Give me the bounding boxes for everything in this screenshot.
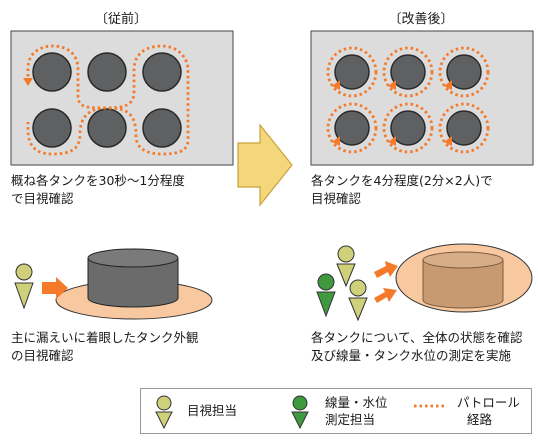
route-arrow-icon xyxy=(388,80,396,90)
route-arrow-icon xyxy=(332,136,340,146)
route-arrow-icon xyxy=(23,78,33,86)
legend-patrol-label: パトロール 経路 xyxy=(457,395,520,427)
tank-cylinder-icon xyxy=(422,251,504,309)
legend-visual-inspector-label: 目視担当 xyxy=(187,403,238,418)
patrol-route xyxy=(326,102,378,154)
patrol-route xyxy=(438,46,490,98)
tank-icon xyxy=(87,52,127,92)
tank-icon xyxy=(334,110,370,146)
view-arrow-icon xyxy=(374,288,397,303)
patrol-route xyxy=(326,46,378,98)
after-heading: 〔改善後〕 xyxy=(388,12,454,27)
patrol-route xyxy=(26,44,190,156)
tank-icon xyxy=(390,54,426,90)
view-arrow-icon xyxy=(374,261,398,278)
after-caption: 各タンクを4分程度(2分×2人)で 目視確認 xyxy=(311,173,493,206)
tank-icon xyxy=(334,54,370,90)
tank-icon xyxy=(142,108,182,148)
tank-icon xyxy=(142,52,182,92)
measurer-icon xyxy=(291,395,309,429)
improvement-arrow-icon xyxy=(237,123,293,207)
before-caption: 概ね各タンクを30秒～1分程度 で目視確認 xyxy=(11,173,185,206)
view-arrow-icon xyxy=(42,277,68,299)
tank-icon xyxy=(390,110,426,146)
before-inspection-illustration xyxy=(14,248,213,320)
visual-inspector-icon xyxy=(336,245,356,288)
route-arrow-icon xyxy=(444,136,452,146)
before-detail-caption: 主に漏えいに着眼したタンク外観 の目視確認 xyxy=(11,330,199,363)
visual-inspector-icon xyxy=(155,395,173,429)
tank-icon xyxy=(32,52,72,92)
patrol-route xyxy=(438,102,490,154)
legend: 目視担当 線量・水位 測定担当 パトロール 経路 xyxy=(140,388,532,434)
route-arrow-icon xyxy=(332,80,340,90)
route-arrow-icon xyxy=(388,136,396,146)
tank-icon xyxy=(446,110,482,146)
patrol-route xyxy=(382,46,434,98)
after-inspection-illustration xyxy=(316,243,533,322)
legend-measurer-label: 線量・水位 測定担当 xyxy=(325,395,388,427)
before-tank-panel xyxy=(10,30,234,166)
route-arrow-icon xyxy=(444,80,452,90)
tank-icon xyxy=(32,108,72,148)
before-heading: 〔従前〕 xyxy=(94,12,147,27)
patrol-route-swatch xyxy=(414,404,446,408)
patrol-route xyxy=(382,102,434,154)
visual-inspector-icon xyxy=(14,263,34,310)
tank-icon xyxy=(87,108,127,148)
tank-icon xyxy=(446,54,482,90)
visual-inspector-icon xyxy=(348,279,368,322)
after-detail-caption: 各タンクについて、全体の状態を確認 及び線量・タンク水位の測定を実施 xyxy=(311,330,523,363)
tank-cylinder-icon xyxy=(87,248,179,308)
measurer-icon xyxy=(316,273,336,318)
after-tank-panel xyxy=(310,30,534,166)
